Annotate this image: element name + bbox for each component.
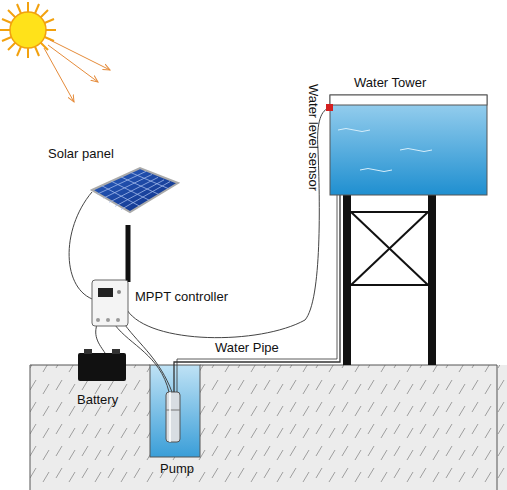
part-label: Battery bbox=[77, 393, 118, 407]
mppt-controller bbox=[92, 280, 128, 326]
sun bbox=[0, 2, 110, 102]
part-label: Water Pipe bbox=[215, 341, 279, 355]
ground bbox=[30, 365, 507, 490]
water-tower bbox=[326, 95, 487, 365]
water-level-sensor bbox=[326, 104, 333, 111]
part-label: Pump bbox=[160, 462, 194, 476]
solar-panel bbox=[92, 168, 178, 282]
part-label: Solar panel bbox=[48, 147, 114, 161]
part-label: Water level sensor bbox=[306, 84, 320, 191]
part-label: MPPT controller bbox=[135, 290, 228, 304]
pump bbox=[166, 392, 180, 442]
part-label: Water Tower bbox=[354, 76, 426, 90]
battery bbox=[78, 349, 126, 381]
well bbox=[150, 365, 200, 457]
